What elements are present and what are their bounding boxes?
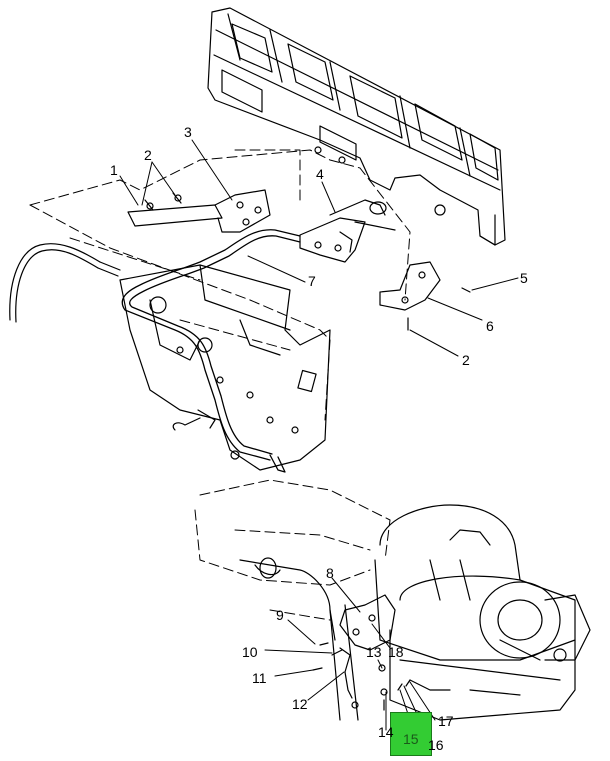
callout-18: 18 (388, 644, 404, 660)
callout-2: 2 (144, 147, 152, 163)
callout-11: 11 (252, 670, 267, 686)
callout-16: 16 (428, 737, 444, 753)
callout-10: 10 (242, 644, 258, 660)
lower-linkage-bracket (312, 594, 411, 711)
shift-mechanism (299, 199, 396, 263)
shift-cable-tube (121, 229, 301, 473)
callout-14: 14 (378, 724, 394, 740)
callout-3: 3 (184, 124, 192, 140)
callout-9: 9 (276, 607, 284, 623)
callout-5: 5 (520, 270, 528, 286)
highlight-box-part-15 (390, 712, 432, 756)
callout-12: 12 (292, 696, 308, 712)
callout-6: 6 (486, 318, 494, 334)
callout-1: 1 (110, 162, 118, 178)
callout-4: 4 (316, 166, 324, 182)
mounting-bracket-left (127, 189, 271, 233)
mounting-bracket-right (379, 261, 471, 331)
transmission (374, 504, 591, 721)
callout-8: 8 (326, 565, 334, 581)
firewall-panel (119, 264, 331, 471)
phantom-outline (29, 149, 411, 621)
callout-2-lower: 2 (462, 352, 470, 368)
dashboard-panel (207, 7, 506, 246)
hose-line (9, 243, 121, 323)
leader-lines (119, 139, 519, 739)
callout-13: 13 (366, 644, 382, 660)
callout-7: 7 (308, 273, 316, 289)
callout-17: 17 (438, 713, 454, 729)
tube-clamp (172, 409, 240, 460)
callout-15: 15 (403, 731, 419, 747)
floor-pan (239, 557, 359, 721)
